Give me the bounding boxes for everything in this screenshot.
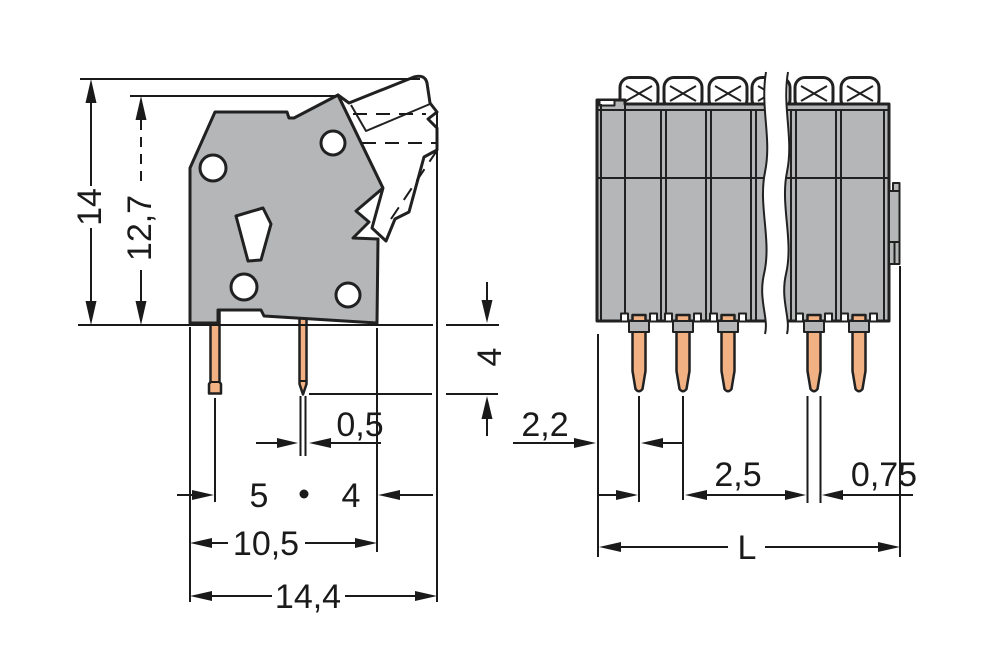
dim-10-5-label: 10,5 — [233, 525, 299, 563]
mounting-hole — [319, 129, 347, 157]
latch-detail-lines — [889, 190, 900, 264]
dim-pin2-to-edge-label: 4 — [342, 477, 361, 515]
dim-overall-depth: 14,4 — [190, 578, 437, 616]
center-reference-dot — [299, 489, 309, 499]
front-view: 2,2 2,5 0,75 L — [513, 71, 917, 567]
bottom-edge-notches — [620, 312, 878, 323]
wedge-cutout — [234, 206, 273, 263]
lever-alternate-position-dashed — [353, 113, 437, 220]
housing-holes — [198, 129, 362, 309]
dim-overall-height: 14 — [71, 78, 420, 325]
push-buttons — [618, 76, 881, 111]
dim-pin-positions: 5 4 — [177, 477, 433, 515]
solder-pin — [851, 313, 867, 393]
pin-crimp-mark — [210, 380, 306, 383]
solder-pin — [675, 313, 691, 393]
dim-pin-thickness: 0,5 — [256, 406, 384, 448]
dim-body-height-label: 12,7 — [121, 195, 159, 261]
dim-L-label: L — [738, 529, 757, 567]
end-plate-notch — [598, 99, 616, 107]
dim-pin1-to-pin2-label: 5 — [250, 477, 269, 515]
side-view: 14 12,7 4 0,5 — [71, 74, 509, 616]
dim-edge-to-first-pin: 2,2 — [513, 406, 684, 448]
solder-pin — [806, 313, 822, 393]
dim-overall-height-label: 14 — [71, 188, 109, 226]
dim-pin-thickness-label: 0,5 — [336, 406, 383, 444]
dim-overall-length: L — [599, 529, 900, 567]
side-view-extension-lines — [78, 112, 499, 602]
solder-pin — [631, 313, 647, 393]
dim-14-4-label: 14,4 — [275, 578, 341, 616]
operating-lever — [336, 74, 439, 243]
terminal-body-front — [595, 98, 891, 323]
dim-body-height: 12,7 — [121, 95, 338, 325]
dim-2-2-label: 2,2 — [521, 406, 568, 444]
dim-pin1-to-right-edge: 10,5 — [190, 525, 377, 563]
dim-0-75-label: 0,75 — [851, 456, 917, 494]
front-view-body — [595, 98, 891, 323]
dim-pin-pitch: 2,5 — [598, 456, 769, 500]
dim-pin-length-label: 4 — [471, 348, 509, 367]
front-view-solder-pins — [631, 313, 867, 393]
dim-pin-length: 4 — [471, 282, 509, 436]
solder-pin — [720, 313, 736, 393]
mounting-hole — [229, 272, 259, 302]
dim-pin-width: 0,75 — [768, 456, 917, 500]
mounting-hole — [334, 281, 362, 309]
break-lines — [761, 71, 791, 335]
dim-2-5-label: 2,5 — [714, 456, 761, 494]
mounting-hole — [198, 153, 228, 183]
front-view-structure-lines — [597, 104, 889, 321]
front-view-extension-lines — [597, 266, 901, 557]
